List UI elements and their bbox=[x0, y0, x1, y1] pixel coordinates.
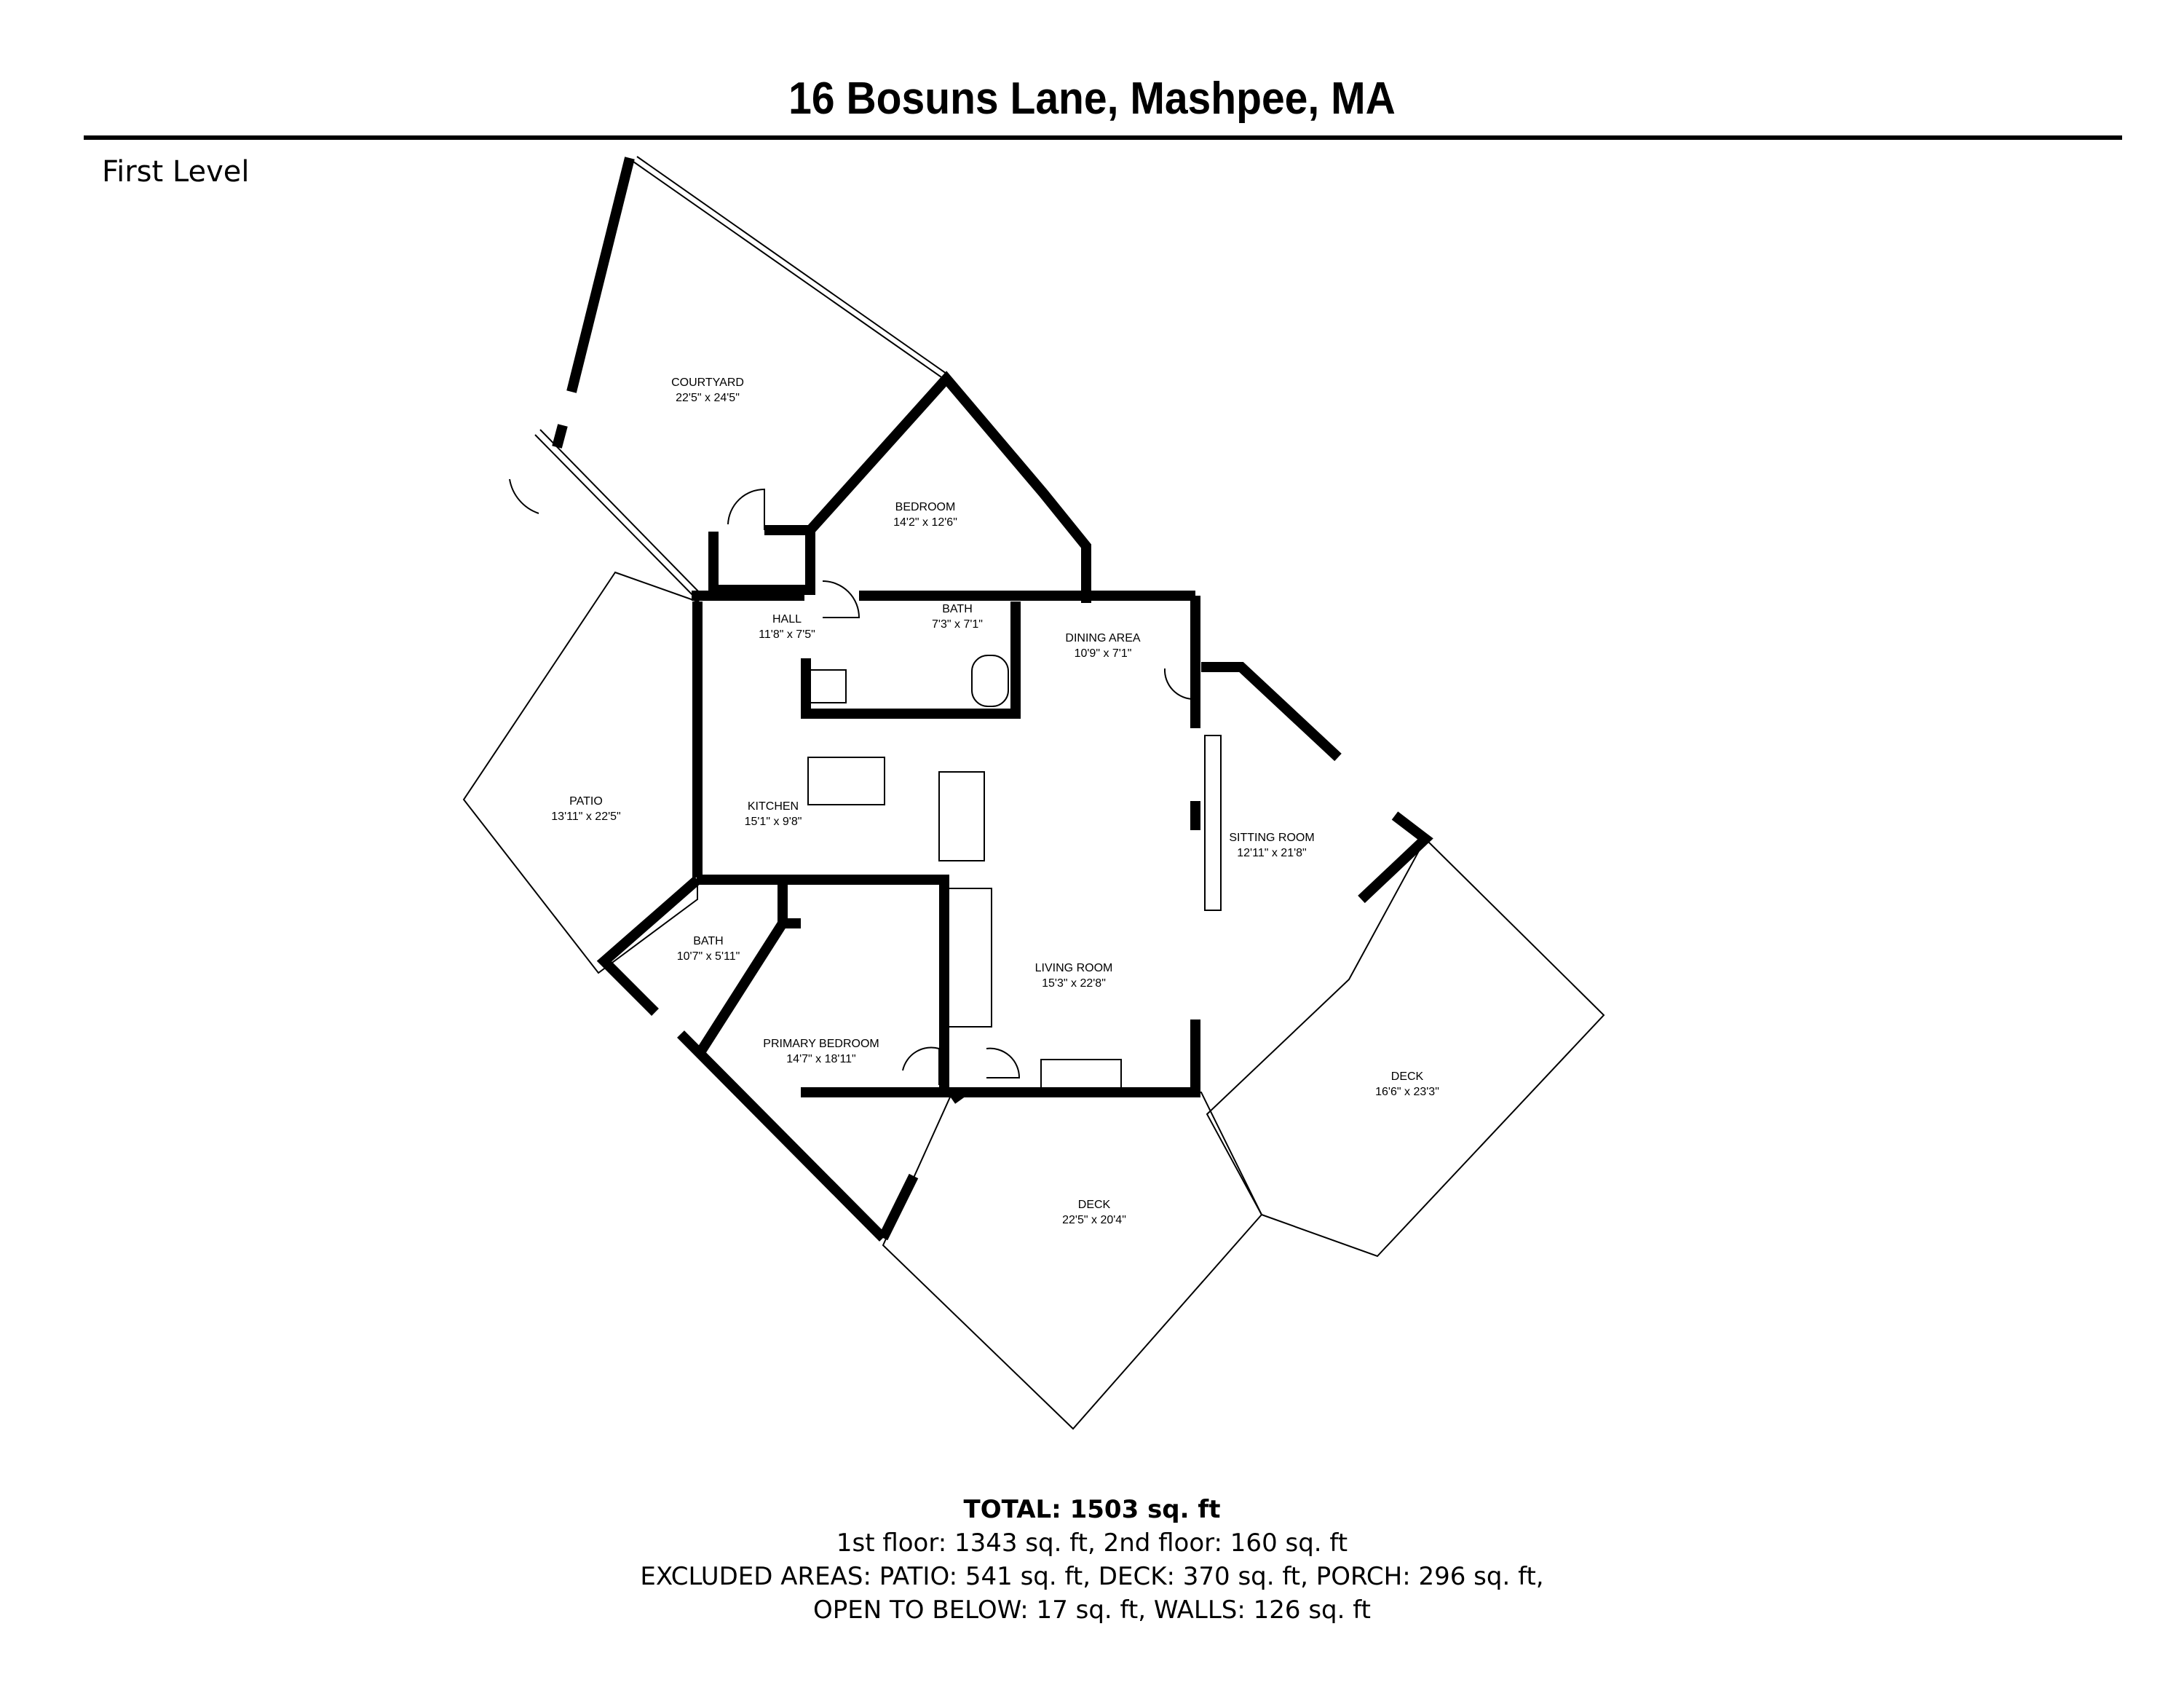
room-name: DECK bbox=[1390, 1070, 1424, 1083]
room-dimensions: 16'6" x 23'3" bbox=[1375, 1086, 1439, 1098]
room-name: DINING AREA bbox=[1065, 632, 1141, 644]
room-dimensions: 14'7" x 18'11" bbox=[786, 1053, 856, 1065]
level-label: First Level bbox=[102, 155, 250, 189]
room-dimensions: 22'5" x 20'4" bbox=[1062, 1214, 1126, 1226]
room-label-bedroom: BEDROOM 14'2" x 12'6" bbox=[893, 500, 957, 530]
room-label-bath-2: BATH 10'7" x 5'11" bbox=[677, 934, 740, 964]
room-label-deck-south: DECK 22'5" x 20'4" bbox=[1062, 1197, 1126, 1228]
room-dimensions: 22'5" x 24'5" bbox=[676, 392, 740, 404]
walls bbox=[552, 157, 1433, 1242]
room-dimensions: 10'9" x 7'1" bbox=[1074, 647, 1132, 660]
room-dimensions: 11'8" x 7'5" bbox=[759, 628, 815, 641]
room-label-bath-1: BATH 7'3" x 7'1" bbox=[932, 602, 983, 632]
excluded-areas-line-1: EXCLUDED AREAS: PATIO: 541 sq. ft, DECK:… bbox=[640, 1562, 1544, 1591]
area-summary: TOTAL: 1503 sq. ft 1st floor: 1343 sq. f… bbox=[0, 1493, 2184, 1627]
room-label-sitting-room: SITTING ROOM 12'11" x 21'8" bbox=[1229, 830, 1314, 861]
room-label-courtyard: COURTYARD 22'5" x 24'5" bbox=[671, 375, 744, 406]
room-name: LIVING ROOM bbox=[1034, 962, 1113, 974]
room-dimensions: 15'1" x 9'8" bbox=[744, 816, 802, 828]
room-label-hall: HALL 11'8" x 7'5" bbox=[759, 612, 815, 642]
room-name: BEDROOM bbox=[895, 501, 956, 513]
floor-areas: 1st floor: 1343 sq. ft, 2nd floor: 160 s… bbox=[836, 1529, 1348, 1558]
room-name: COURTYARD bbox=[671, 376, 744, 389]
title-divider bbox=[84, 135, 2122, 140]
room-label-primary-bedroom: PRIMARY BEDROOM 14'7" x 18'11" bbox=[763, 1036, 879, 1067]
room-label-patio: PATIO 13'11" x 22'5" bbox=[551, 794, 620, 824]
room-name: BATH bbox=[942, 603, 973, 615]
room-dimensions: 13'11" x 22'5" bbox=[551, 811, 621, 823]
excluded-areas-line-2: OPEN TO BELOW: 17 sq. ft, WALLS: 126 sq.… bbox=[813, 1596, 1371, 1625]
room-label-living-room: LIVING ROOM 15'3" x 22'8" bbox=[1035, 961, 1113, 991]
room-name: HALL bbox=[772, 613, 802, 626]
room-dimensions: 12'11" x 21'8" bbox=[1237, 847, 1307, 859]
page-title: 16 Bosuns Lane, Mashpee, MA bbox=[788, 74, 1396, 124]
room-label-kitchen: KITCHEN 15'1" x 9'8" bbox=[745, 799, 802, 829]
room-dimensions: 10'7" x 5'11" bbox=[676, 950, 740, 963]
room-dimensions: 15'3" x 22'8" bbox=[1042, 977, 1106, 990]
outdoor-outlines bbox=[462, 156, 1605, 1430]
room-label-deck-east: DECK 16'6" x 23'3" bbox=[1375, 1069, 1439, 1100]
room-name: SITTING ROOM bbox=[1229, 832, 1315, 844]
room-name: PRIMARY BEDROOM bbox=[763, 1038, 879, 1050]
room-name: KITCHEN bbox=[747, 800, 799, 813]
room-name: BATH bbox=[693, 935, 724, 947]
room-name: DECK bbox=[1077, 1199, 1111, 1211]
room-label-dining-area: DINING AREA 10'9" x 7'1" bbox=[1065, 631, 1140, 661]
room-name: PATIO bbox=[569, 795, 603, 808]
room-dimensions: 7'3" x 7'1" bbox=[932, 618, 983, 631]
room-dimensions: 14'2" x 12'6" bbox=[893, 516, 957, 529]
fixtures bbox=[509, 478, 1222, 1089]
total-area: TOTAL: 1503 sq. ft bbox=[963, 1495, 1221, 1524]
